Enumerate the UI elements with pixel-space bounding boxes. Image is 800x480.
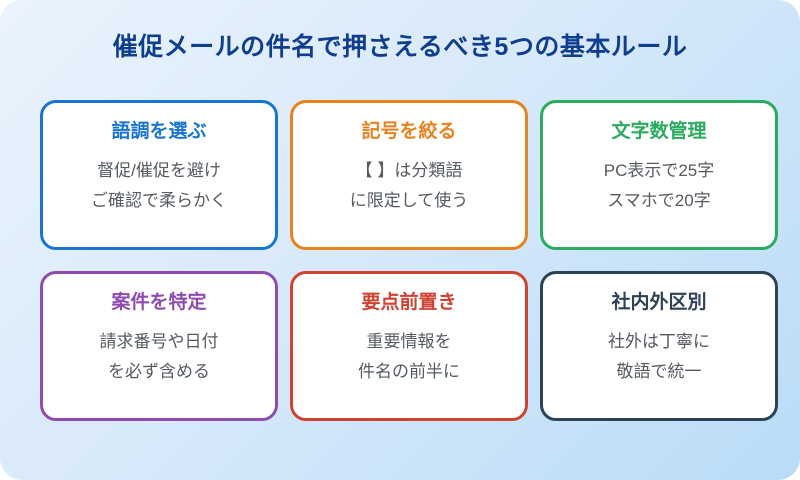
rule-card-body: 重要情報を 件名の前半に xyxy=(358,332,460,381)
rule-card-body: 【 】は分類語 に限定して使う xyxy=(349,161,469,210)
rule-card-title: 記号を絞る xyxy=(361,121,457,142)
rule-card-title: 語調を選ぶ xyxy=(111,121,207,142)
rule-card-body: 督促/催促を避け ご確認で柔らかく xyxy=(91,161,227,210)
page-title: 催促メールの件名で押さえるべき5つの基本ルール xyxy=(112,33,688,61)
rule-card-body: 社外は丁寧に 敬語で統一 xyxy=(608,332,710,381)
rule-card-character-count: 文字数管理 PC表示で25字 スマホで20字 xyxy=(540,100,778,250)
rule-card-body: 請求番号や日付 を必ず含める xyxy=(99,332,219,381)
rule-card-title: 要点前置き xyxy=(361,292,457,313)
rule-card-tone: 語調を選ぶ 督促/催促を避け ご確認で柔らかく xyxy=(40,100,278,250)
rule-card-title: 社内外区別 xyxy=(611,292,707,313)
rule-card-symbols: 記号を絞る 【 】は分類語 に限定して使う xyxy=(290,100,528,250)
rule-card-internal-external: 社内外区別 社外は丁寧に 敬語で統一 xyxy=(540,271,778,421)
rule-card-body: PC表示で25字 スマホで20字 xyxy=(603,161,715,210)
rules-grid: 語調を選ぶ 督促/催促を避け ご確認で柔らかく 記号を絞る 【 】は分類語 に限… xyxy=(40,100,778,421)
rule-card-key-point-first: 要点前置き 重要情報を 件名の前半に xyxy=(290,271,528,421)
rule-card-title: 案件を特定 xyxy=(111,292,207,313)
rule-card-identify-case: 案件を特定 請求番号や日付 を必ず含める xyxy=(40,271,278,421)
rule-card-title: 文字数管理 xyxy=(611,121,707,142)
